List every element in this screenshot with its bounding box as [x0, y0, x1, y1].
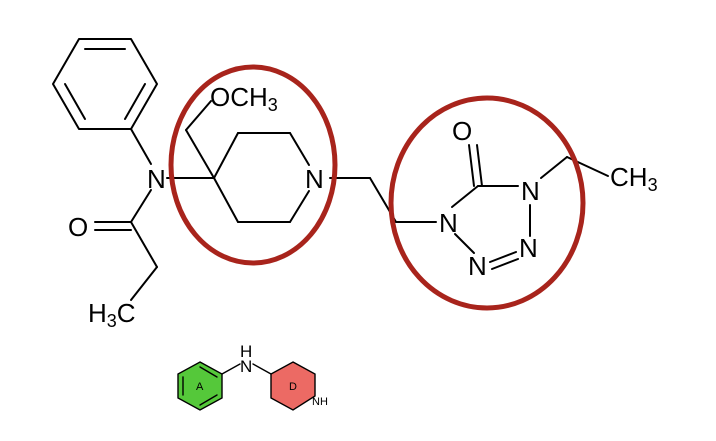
ring-a-inner-2	[199, 366, 218, 378]
ring-d-nh-label: NH	[312, 396, 328, 408]
pip-bond-1	[213, 132, 239, 179]
atom-n3-tetrazole: N	[519, 233, 538, 263]
ring-d-label: D	[289, 381, 297, 393]
atom-h3c: H3C	[88, 298, 136, 331]
bond-n4-ch2	[540, 156, 568, 179]
atom-o-tetrazolone: O	[452, 116, 472, 146]
ring-a-label: A	[196, 381, 204, 393]
tet-bond-n3-n2-a	[489, 251, 517, 263]
atom-n1-tetrazole: N	[439, 208, 458, 238]
atom-n2-tetrazole: N	[468, 251, 487, 281]
pip-bond-6	[213, 177, 239, 223]
phenyl-ring	[52, 38, 158, 130]
linker-n: N	[240, 357, 252, 376]
tet-bond-c-o-1	[468, 144, 475, 187]
bond-ringa-nh	[221, 363, 241, 375]
piperidine-ring	[213, 132, 310, 223]
tet-bond-n1-c	[451, 185, 479, 208]
highlight-tetrazolone-ellipse	[388, 95, 586, 311]
bond-carbonyl-ch2	[130, 221, 158, 268]
bond-nh-ringd	[252, 363, 272, 375]
pip-bond-3	[289, 132, 310, 166]
pip-bond-4	[289, 190, 310, 223]
tet-bond-n3-n2-b	[491, 258, 519, 270]
bond-ch2-ch3	[130, 266, 158, 301]
fragment-legend: A H N D NH	[177, 342, 328, 411]
atom-n-anilide: N	[147, 164, 166, 194]
phenyl-inner-bond-3	[64, 83, 86, 120]
linker-h: H	[240, 342, 252, 361]
ring-a-inner-3	[199, 394, 218, 406]
bond-phenyl-n	[130, 128, 152, 165]
tet-bond-n2-n1	[454, 233, 475, 254]
phenyl-outer	[52, 38, 158, 130]
highlight-piperidine-ellipse	[168, 64, 338, 266]
atom-o-ketone: O	[68, 212, 88, 242]
atom-n4-tetrazole: N	[521, 176, 540, 206]
phenyl-inner-bond-2	[124, 83, 146, 120]
atom-ch3-ethyl: CH3	[610, 162, 658, 195]
bond-n-carbonyl	[130, 189, 152, 223]
atom-n-piperidine: N	[305, 164, 324, 194]
tetrazolone-ring: N N N N	[439, 144, 540, 281]
tet-bond-c-o-2	[476, 144, 483, 187]
bond-c4-ch2	[185, 129, 215, 179]
bond-ch2-o	[185, 100, 212, 131]
atom-och3: OCH3	[210, 82, 278, 115]
ring-d-hexagon	[270, 361, 316, 411]
